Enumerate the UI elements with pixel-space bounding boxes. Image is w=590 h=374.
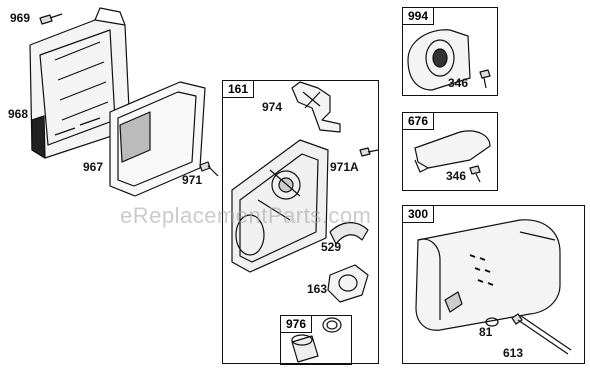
air-cleaner-body-drawing [231, 139, 329, 273]
group-tag-161: 161 [222, 80, 254, 98]
heat-shield-994-drawing [407, 29, 471, 91]
muffler-300-drawing [415, 219, 561, 331]
part-label-974: 974 [262, 100, 283, 114]
screw-971A-drawing [359, 147, 379, 157]
clamp-976-drawing [291, 317, 342, 363]
group-tag-976: 976 [280, 315, 312, 333]
group-box-161 [222, 80, 379, 364]
group-tag-676: 676 [402, 112, 434, 130]
group-box-676 [402, 112, 498, 191]
part-label-971A: 971A [330, 160, 359, 174]
part-label-971: 971 [182, 173, 203, 187]
part-label-346-mid: 346 [446, 169, 467, 183]
screw-971-drawing [199, 161, 219, 177]
group-box-994 [402, 7, 498, 96]
watermark: eReplacementParts.com [120, 203, 372, 228]
group-box-976 [280, 315, 352, 365]
part-label-968: 968 [8, 107, 29, 121]
washer-81-drawing [485, 317, 499, 327]
screw-346-mid-drawing [469, 165, 481, 183]
hose-529-drawing [329, 222, 369, 245]
part-label-967: 967 [83, 160, 104, 174]
bracket-974-drawing [291, 81, 341, 133]
part-label-529: 529 [321, 240, 342, 254]
air-filter-drawing [109, 81, 206, 197]
part-label-613: 613 [503, 346, 524, 360]
screw-346-top-drawing [479, 69, 491, 89]
part-label-346-top: 346 [448, 76, 469, 90]
screw-969-drawing [39, 13, 63, 25]
group-tag-994: 994 [402, 7, 434, 25]
guard-676-drawing [414, 130, 491, 173]
part-label-163: 163 [307, 282, 328, 296]
air-cleaner-base-drawing [29, 7, 131, 159]
bolt-613-drawing [511, 313, 572, 355]
group-tag-300: 300 [402, 205, 434, 223]
part-label-81: 81 [479, 325, 493, 339]
group-box-300 [402, 205, 585, 364]
gasket-163-drawing [327, 264, 369, 303]
part-label-969: 969 [10, 11, 31, 25]
